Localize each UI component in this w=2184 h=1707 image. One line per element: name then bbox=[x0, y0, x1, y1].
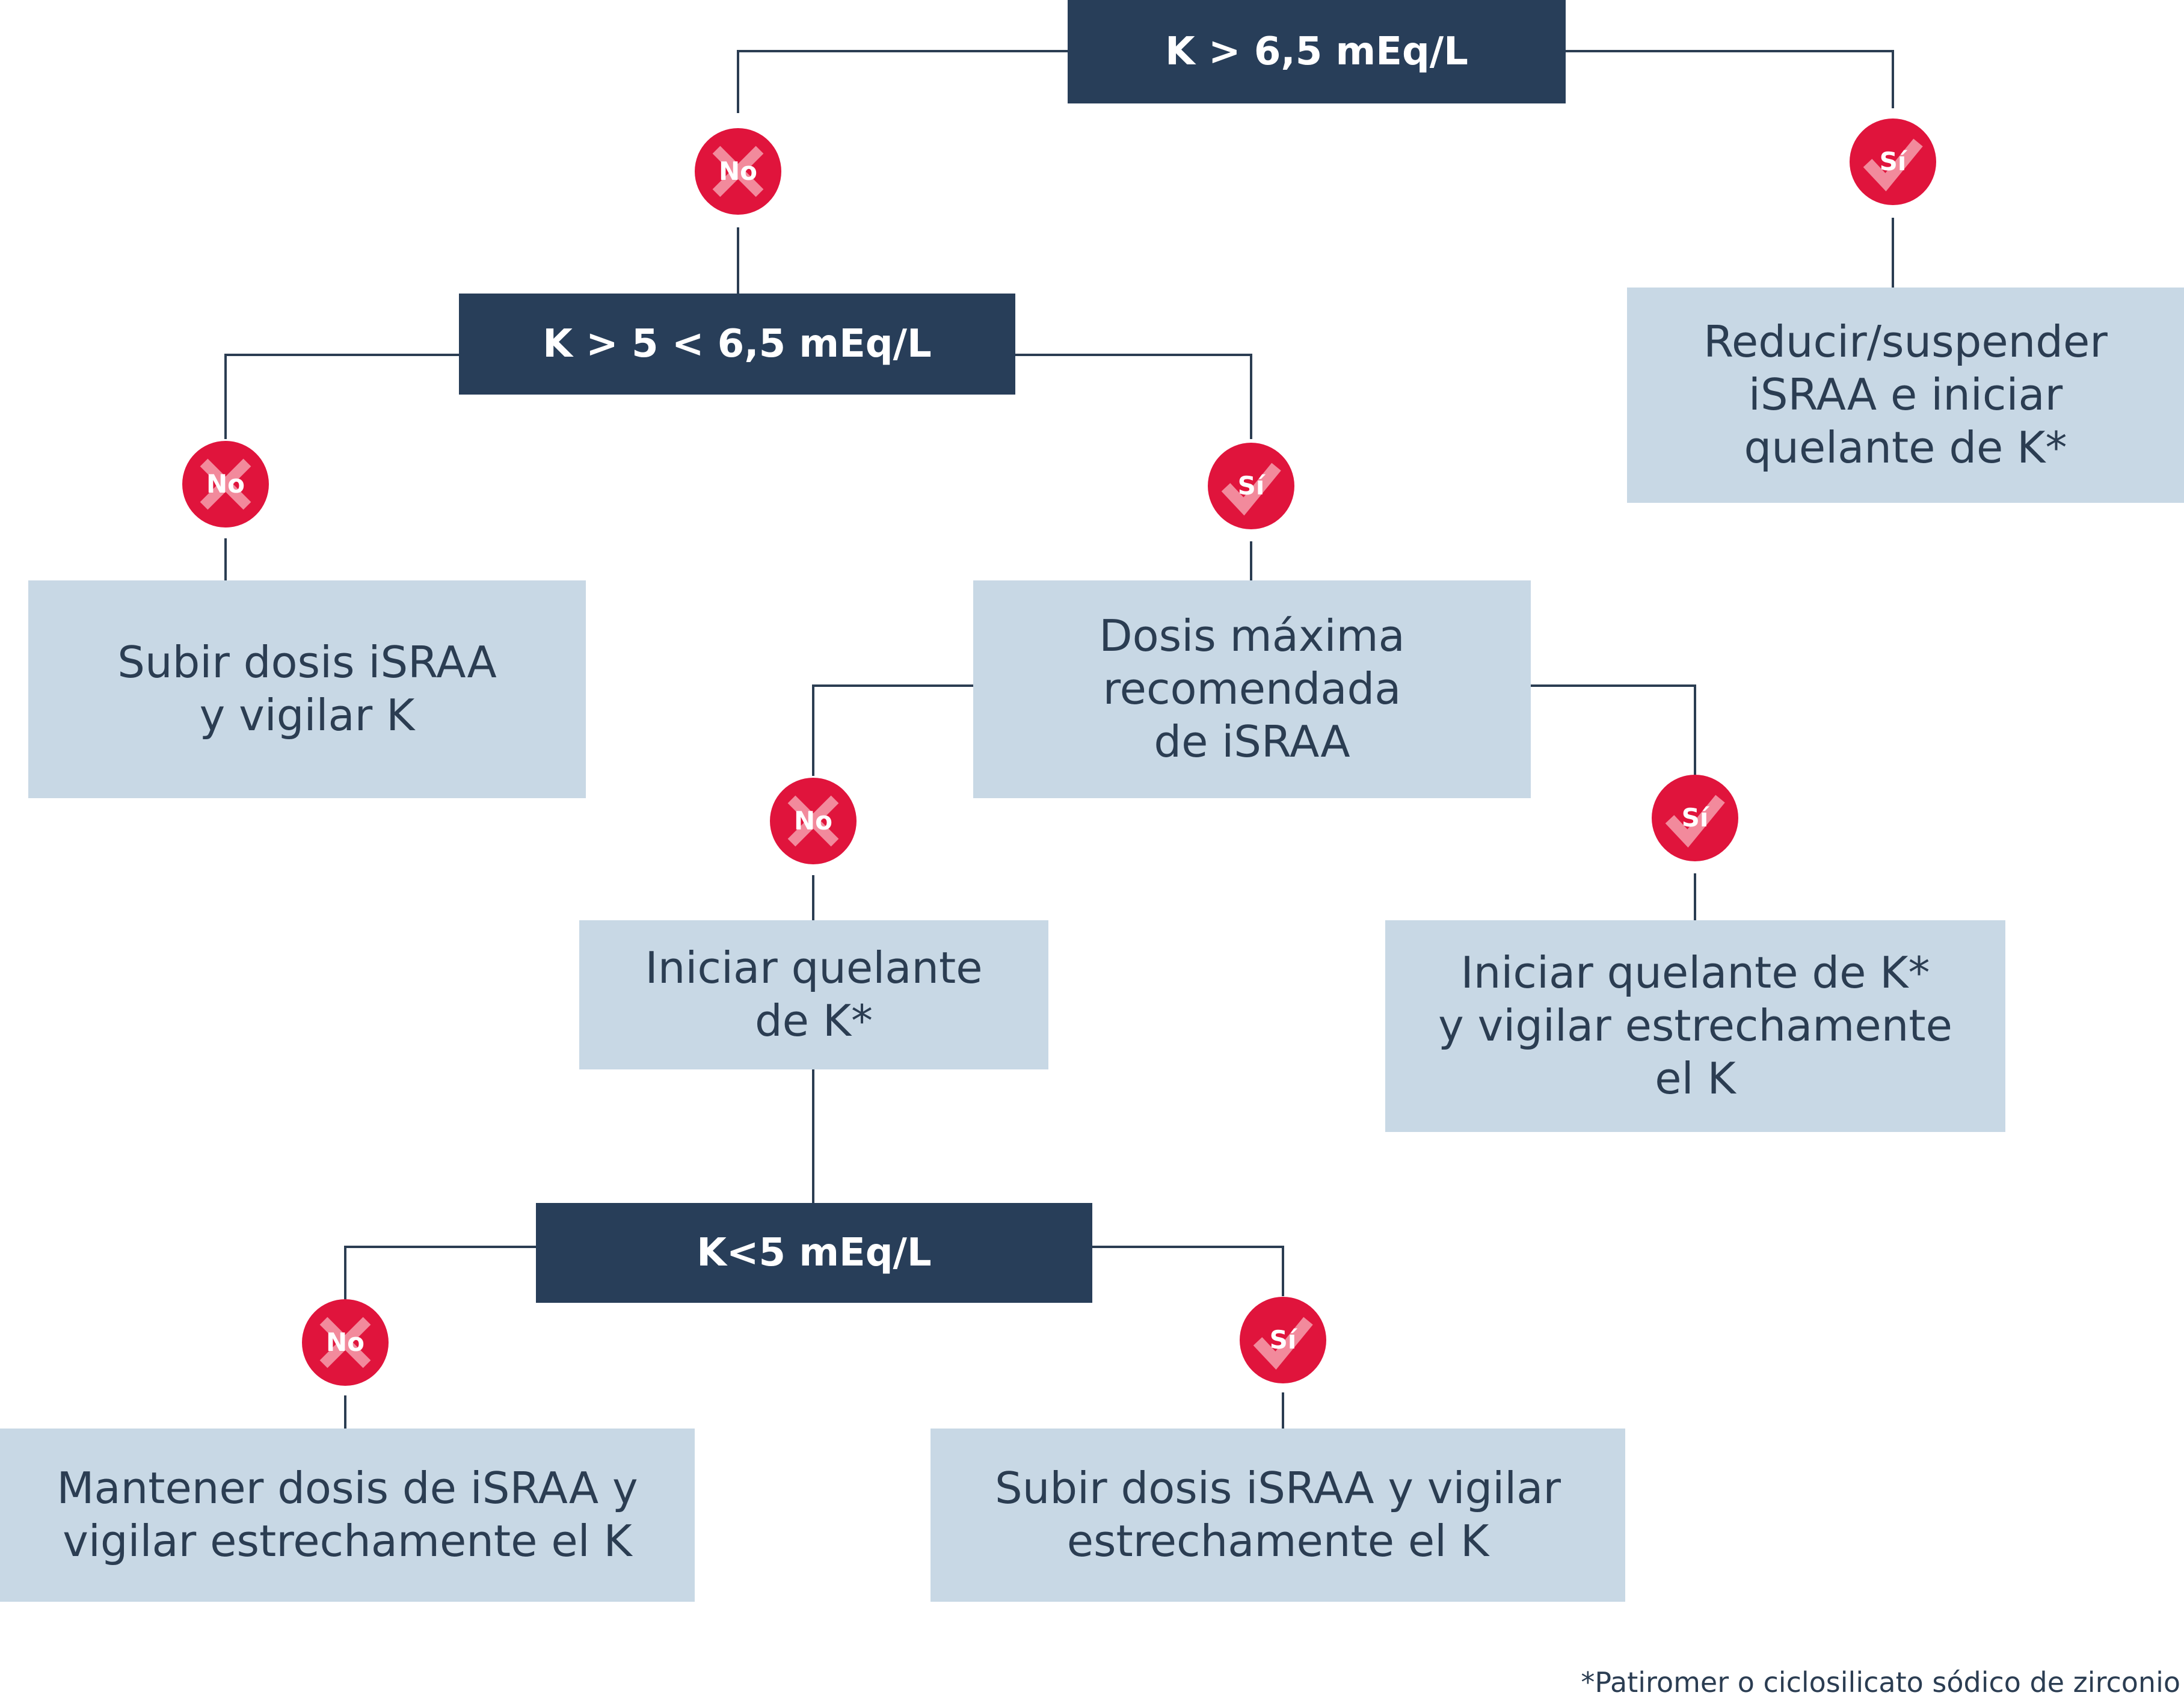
action-line: de iSRAA bbox=[1154, 716, 1350, 767]
connector-l2-no bbox=[224, 354, 459, 439]
action-line: y vigilar estrechamente bbox=[1438, 1000, 1952, 1051]
decision-k-gt-6-5: K > 6,5 mEq/L bbox=[1068, 0, 1566, 103]
no-badge: No bbox=[302, 1299, 389, 1386]
action-line: Subir dosis iSRAA bbox=[117, 637, 497, 688]
si-badge-label: Sí bbox=[1682, 803, 1710, 832]
connector-klt5-no bbox=[344, 1246, 536, 1299]
connector-dosis-si bbox=[1531, 684, 1696, 775]
no-badge-label: No bbox=[794, 806, 832, 835]
si-badge: Sí bbox=[1208, 443, 1294, 529]
decision-k-5-6-5: K > 5 < 6,5 mEq/L bbox=[459, 294, 1015, 395]
no-badge: No bbox=[770, 778, 857, 864]
si-badge: Sí bbox=[1652, 775, 1738, 861]
no-badge-label: No bbox=[206, 469, 245, 499]
cross-icon bbox=[200, 458, 251, 510]
action-line: estrechamente el K bbox=[1066, 1516, 1489, 1566]
action-line: Iniciar quelante bbox=[645, 943, 983, 994]
action-line: Mantener dosis de iSRAA y bbox=[57, 1463, 638, 1514]
no-badge: No bbox=[182, 441, 269, 527]
action-reducir-suspender: Reducir/suspender iSRAA e iniciar quelan… bbox=[1627, 288, 2184, 503]
connector-l2-si bbox=[1015, 354, 1252, 439]
action-line: Dosis máxima bbox=[1099, 611, 1405, 662]
check-icon bbox=[1863, 138, 1923, 192]
action-line: Iniciar quelante de K* bbox=[1460, 947, 1930, 998]
cross-icon bbox=[787, 795, 839, 847]
action-subir-dosis-estrecho: Subir dosis iSRAA y vigilar estrechament… bbox=[931, 1429, 1625, 1602]
cross-icon bbox=[319, 1317, 371, 1368]
si-badge-label: Sí bbox=[1880, 147, 1908, 176]
action-iniciar-quelante: Iniciar quelante de K* bbox=[579, 920, 1048, 1069]
action-line: Reducir/suspender bbox=[1703, 316, 2108, 368]
action-line: vigilar estrechamente el K bbox=[63, 1516, 632, 1566]
action-line: de K* bbox=[754, 995, 873, 1046]
si-badge: Sí bbox=[1850, 118, 1936, 205]
action-line: iSRAA e iniciar bbox=[1748, 369, 2063, 420]
decision-k-5-6-5-label: K > 5 < 6,5 mEq/L bbox=[543, 321, 932, 366]
action-mantener-dosis: Mantener dosis de iSRAA y vigilar estrec… bbox=[0, 1429, 695, 1602]
action-line: y vigilar K bbox=[199, 690, 415, 740]
check-icon bbox=[1665, 795, 1725, 848]
decision-k-lt-5-label: K<5 mEq/L bbox=[697, 1230, 932, 1275]
action-line: quelante de K* bbox=[1744, 422, 2067, 473]
action-dosis-maxima: Dosis máxima recomendada de iSRAA bbox=[973, 580, 1531, 798]
no-badge: No bbox=[695, 128, 781, 215]
no-badge-label: No bbox=[326, 1327, 365, 1357]
connector-klt5-si bbox=[1092, 1246, 1284, 1296]
footnote: *Patiromer o ciclosilicato sódico de zir… bbox=[1581, 1666, 2180, 1699]
connector-dosis-no bbox=[812, 684, 973, 776]
no-badge-label: No bbox=[719, 156, 757, 186]
si-badge: Sí bbox=[1240, 1297, 1326, 1383]
si-badge-label: Sí bbox=[1270, 1325, 1298, 1355]
action-line: recomendada bbox=[1103, 663, 1401, 715]
action-iniciar-quelante-vigilar: Iniciar quelante de K* y vigilar estrech… bbox=[1385, 920, 2005, 1132]
connector-root-no bbox=[737, 50, 1068, 113]
check-icon bbox=[1253, 1317, 1313, 1370]
check-icon bbox=[1221, 463, 1281, 516]
action-line: Subir dosis iSRAA y vigilar bbox=[995, 1463, 1561, 1514]
decision-k-lt-5: K<5 mEq/L bbox=[536, 1203, 1092, 1303]
action-line: el K bbox=[1655, 1053, 1736, 1104]
action-subir-dosis-vigilar: Subir dosis iSRAA y vigilar K bbox=[28, 580, 586, 798]
decision-k-gt-6-5-label: K > 6,5 mEq/L bbox=[1165, 29, 1468, 74]
connector-root-si bbox=[1566, 50, 1894, 108]
cross-icon bbox=[712, 146, 764, 197]
si-badge-label: Sí bbox=[1238, 471, 1266, 500]
